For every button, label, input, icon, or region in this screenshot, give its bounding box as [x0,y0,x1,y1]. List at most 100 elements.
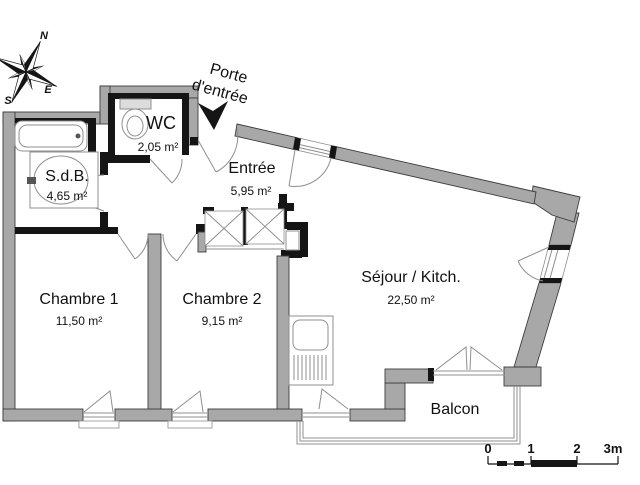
scale-tick-0: 0 [484,441,491,456]
french-door-sill [433,370,505,376]
wall-segment [349,408,406,422]
window-swing [83,390,114,413]
railing-line [302,386,515,439]
room-name-sejour: Séjour / Kitch. [361,269,461,286]
closet-cross [204,210,244,247]
wall-segment [503,366,542,387]
window-frame [295,143,333,156]
entrance-callout: Porte d'entrée [190,57,255,130]
wall-segment [384,382,406,410]
window-swing [517,260,544,282]
closet-cross [245,208,285,245]
railing-line [299,386,518,442]
window-swing [517,246,550,262]
wall-segment [15,227,118,234]
window-jamb [293,137,301,151]
scale-bar: 0 1 2 3m [484,441,622,467]
wall-segment [88,118,96,152]
room-area-chambre2: 9,15 m² [202,314,243,328]
windows [78,137,572,429]
room-area-sejour: 22,50 m² [387,293,434,307]
wall-segment [147,233,162,410]
wall-segment [234,123,298,151]
kitchen-sink-drainer [293,355,327,380]
window-sill [78,420,120,429]
window-swing [172,390,204,413]
chambre2-door-leaf [176,233,197,262]
wall-segment [281,250,302,258]
window-frame [83,412,115,418]
door-jamb [428,368,434,381]
window-swing [288,149,296,187]
window-swing [318,388,349,410]
wc-door-swing [171,158,183,184]
wall-segment [100,152,108,175]
scale-tick-3m: 3m [604,441,623,456]
wall-segment [2,408,84,422]
scale-tick-2: 2 [573,441,580,456]
wall-segment [276,255,290,410]
kitchen-sink-basin [292,319,329,351]
railing-line [296,386,521,445]
window-frame [303,412,349,418]
interior-partitions [147,233,290,410]
exterior-walls [2,85,581,422]
bathtub-faucet [75,133,81,139]
toilet-bowl-inner [126,115,144,137]
window-jamb [539,278,563,283]
room-area-sdb: 4,65 m² [47,189,88,203]
scale-dash [514,461,524,466]
room-area-chambre1: 11,50 m² [56,314,102,328]
wall-segment [207,408,303,422]
door-jamb [190,137,198,145]
balcony-railing [296,386,521,445]
bathtub-inner [18,124,84,148]
window-jamb [547,245,571,250]
room-labels: WC 2,05 m² S.d.B. 4,65 m² Entrée 5,95 m²… [39,113,479,418]
window-jamb [329,145,337,159]
compass-rose: N E S [0,30,60,107]
wall-segment [241,207,248,245]
room-area-entree: 5,95 m² [231,184,272,198]
compass-label-s: S [4,95,12,107]
french-door-leaf [435,346,468,371]
wc-door-leaf [149,158,173,184]
wall-segment [114,408,173,422]
scale-tick-1: 1 [527,441,534,456]
wall-segment [2,111,16,422]
wall-segment [203,207,214,214]
fixtures [14,98,334,386]
window-sill [167,420,213,429]
wall-segment [384,368,434,384]
wall-segment [330,145,537,205]
french-door-leaf [469,346,503,371]
chambre1-door-swing [134,233,149,260]
room-name-chambre1: Chambre 1 [39,291,118,308]
wall-segment [513,282,562,368]
scale-solid-segment [531,460,577,467]
compass-label-n: N [40,30,49,42]
toilet-tank [119,98,152,110]
wall-segment [182,98,189,155]
wall-segment [100,212,108,234]
wall-segment [196,224,206,234]
duct [285,230,300,251]
wall-segment [530,185,581,223]
compass-label-e: E [44,84,52,96]
wall-segment [300,230,308,257]
wall-segment [108,93,189,99]
room-name-wc: WC [146,113,176,133]
wall-segment [108,98,115,163]
chambre1-door-leaf [117,233,136,260]
entrance-door-swing [215,128,239,173]
chambre2-door-swing [162,233,178,262]
entrance-arrow-icon [198,101,228,130]
washbasin-faucet [27,177,36,184]
window-frame [172,412,208,418]
window-frame [542,245,560,283]
room-name-entree: Entrée [228,160,275,177]
entrance-label: Porte d'entrée [190,57,255,108]
window-swing [288,157,332,187]
